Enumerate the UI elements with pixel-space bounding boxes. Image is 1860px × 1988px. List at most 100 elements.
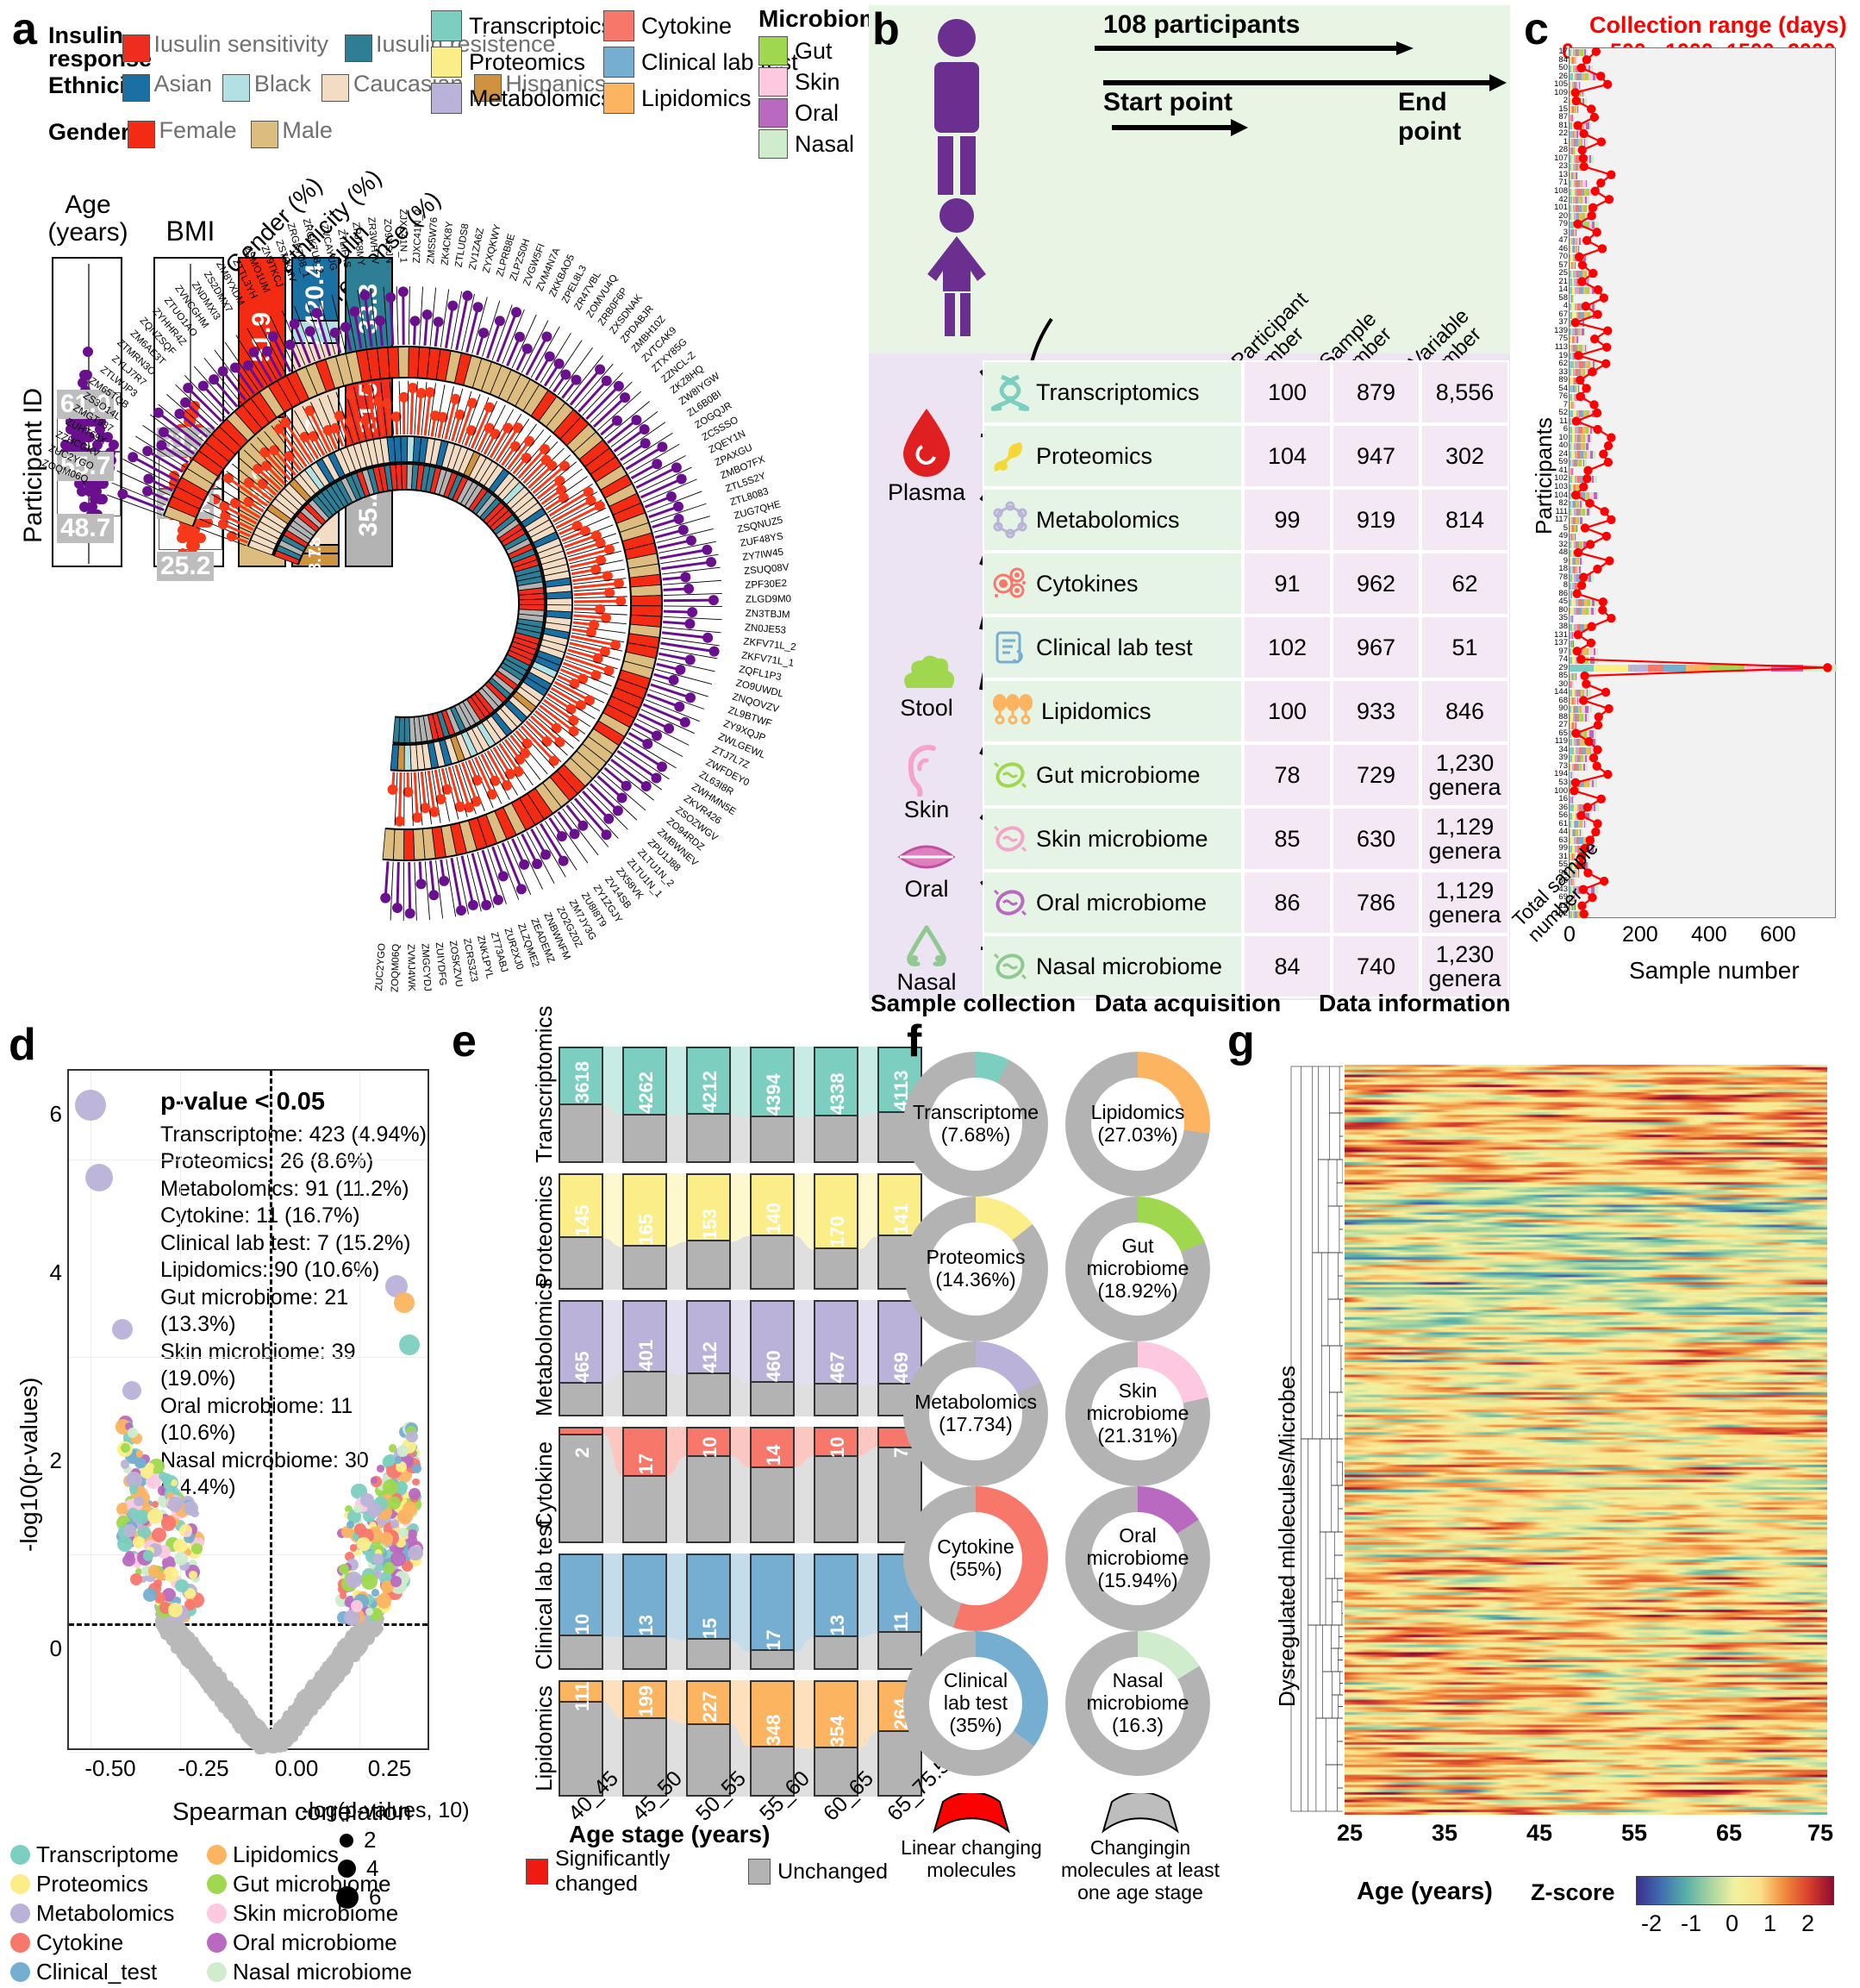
lollipop-bmi-stem — [555, 682, 590, 700]
ring-insulin-segment — [471, 694, 490, 718]
lollipop-gridline — [569, 551, 621, 564]
legend-label-black: Black — [254, 71, 311, 97]
lollipop-gridline — [565, 660, 615, 678]
sample-stacked-bar — [1570, 213, 1592, 220]
ring-ethnicity-segment — [532, 661, 558, 678]
lollipop-age-stem — [645, 497, 671, 507]
lollipop-bmi-dot — [591, 530, 602, 541]
ring-insulin-segment — [393, 716, 400, 742]
ring-insulin-segment — [507, 650, 533, 666]
lollipop-age-stem — [532, 829, 546, 855]
sample-bar-segment — [1595, 739, 1597, 746]
sample-bar-segment — [1595, 312, 1597, 319]
participant-id-label: ZY1ZGJY — [591, 883, 624, 925]
legend-label-gut: Gut — [795, 38, 833, 65]
lollipop-bmi-dot — [227, 531, 237, 541]
participant-id-label: ZSQNUZ5 — [736, 516, 783, 535]
legend-label-female: Female — [159, 117, 236, 143]
participant-id-label: ZL9BTWF — [727, 705, 773, 729]
stackbar-gender: 51.9 48.1 — [238, 257, 286, 567]
ring-ethnicity-segment — [534, 656, 560, 672]
lollipop-gridline — [590, 382, 633, 422]
lollipop-gridline — [623, 433, 672, 465]
sample-stacked-bar — [1570, 98, 1587, 105]
ring-ethnicity-segment — [477, 722, 496, 747]
ring-insulin-segment — [402, 464, 408, 490]
stackseg-insulin-unknown: 35.2 — [346, 458, 391, 566]
lollipop-bmi-stem — [572, 576, 608, 581]
sample-stacked-bar — [1570, 624, 1596, 631]
lollipop-gridline — [566, 355, 602, 401]
ring-gender-segment — [398, 347, 409, 378]
sample-bar-segment — [1595, 303, 1596, 310]
stackseg-male-value: 48.1 — [247, 466, 277, 516]
participant-id-label: ZVM4N7A — [535, 247, 563, 293]
lollipop-age-dot — [516, 884, 527, 894]
ring-ethnicity-segment — [471, 725, 490, 751]
sample-stacked-bar — [1570, 320, 1585, 327]
sample-bar-segment — [1595, 657, 1598, 664]
lollipop-bmi-stem — [573, 616, 606, 618]
lollipop-age-dot — [680, 717, 690, 728]
lollipop-age-dot — [498, 871, 509, 881]
participant-id-label: ZTXY85G — [650, 337, 690, 375]
lollipop-gridline — [579, 795, 619, 838]
ring-gender-segment — [588, 728, 619, 754]
lollipop-age-dot — [142, 446, 153, 456]
lollipop-bmi-stem — [526, 722, 546, 741]
lollipop-gridline — [455, 391, 471, 442]
ring-ethnicity-segment — [502, 482, 525, 505]
lollipop-bmi-stem — [538, 481, 560, 498]
participant-id-label: ZO9UWDL — [735, 678, 785, 700]
sample-stacked-bar — [1570, 254, 1588, 261]
stat-metabolomics: Metabolomics: 91 (11.2%) — [160, 1176, 428, 1203]
sample-bar-segment — [1771, 665, 1803, 672]
lollipop-gridline — [457, 857, 469, 915]
sample-bar-segment — [1582, 484, 1583, 491]
source-plasma: Plasma — [879, 405, 974, 506]
ring-ethnicity-segment — [397, 745, 404, 771]
stackseg-insulin-sensitivity: 31.5 — [346, 361, 391, 458]
sample-bar-segment — [1582, 378, 1583, 384]
lollipop-bmi-dot — [505, 769, 515, 779]
lollipop-gridline — [662, 567, 721, 574]
ring-gender-segment — [593, 721, 625, 746]
footer-sample-collection: Sample collection — [871, 990, 1076, 1017]
sample-bar-segment — [1588, 690, 1591, 697]
lollipop-gridline — [554, 500, 602, 525]
lollipop-age-dot — [554, 359, 565, 369]
ring-ethnicity-segment — [425, 438, 435, 465]
ring-ethnicity-segment — [530, 526, 556, 543]
ring-gender-segment — [418, 347, 430, 378]
sample-stacked-bar — [1570, 780, 1597, 787]
lollipop-bmi-stem — [469, 760, 477, 781]
sample-stacked-bar — [1570, 394, 1587, 401]
lollipop-age-dot — [405, 909, 415, 919]
sample-stacked-bar — [1570, 172, 1577, 179]
sample-stacked-bar — [1570, 106, 1579, 113]
ring-insulin-segment — [515, 571, 542, 581]
lollipop-gridline — [531, 455, 571, 491]
sample-bar-segment — [1593, 451, 1595, 458]
lollipop-gridline — [663, 628, 721, 633]
lollipop-gridline — [574, 612, 627, 615]
ring-ethnicity-segment — [466, 728, 484, 754]
ring-insulin-segment — [460, 482, 477, 507]
ring-insulin-segment — [496, 519, 520, 539]
ring-gender-segment — [598, 713, 630, 737]
stackseg-insulin-unknown-value: 35.2 — [354, 486, 384, 536]
ring-ethnicity-segment — [407, 436, 414, 462]
participant-id-label: ZOGQJR — [693, 401, 733, 431]
participant-id-label: ZNBWNFM — [541, 911, 571, 961]
lollipop-gridline — [528, 719, 567, 755]
sample-bar-segment — [1584, 320, 1586, 327]
sample-stacked-bar — [1570, 361, 1598, 368]
participant-id-label: ZMBWNEV — [655, 827, 700, 868]
participant-id-label: ZL63I8R — [697, 770, 735, 797]
lollipop-age-dot — [577, 821, 588, 831]
lollipop-bmi-dot — [600, 647, 610, 657]
ring-ethnicity-segment — [394, 436, 402, 462]
lollipop-gridline — [594, 780, 637, 820]
ring-ethnicity-segment — [447, 444, 462, 471]
participant-id-label: ZO94RDZ — [665, 816, 706, 853]
